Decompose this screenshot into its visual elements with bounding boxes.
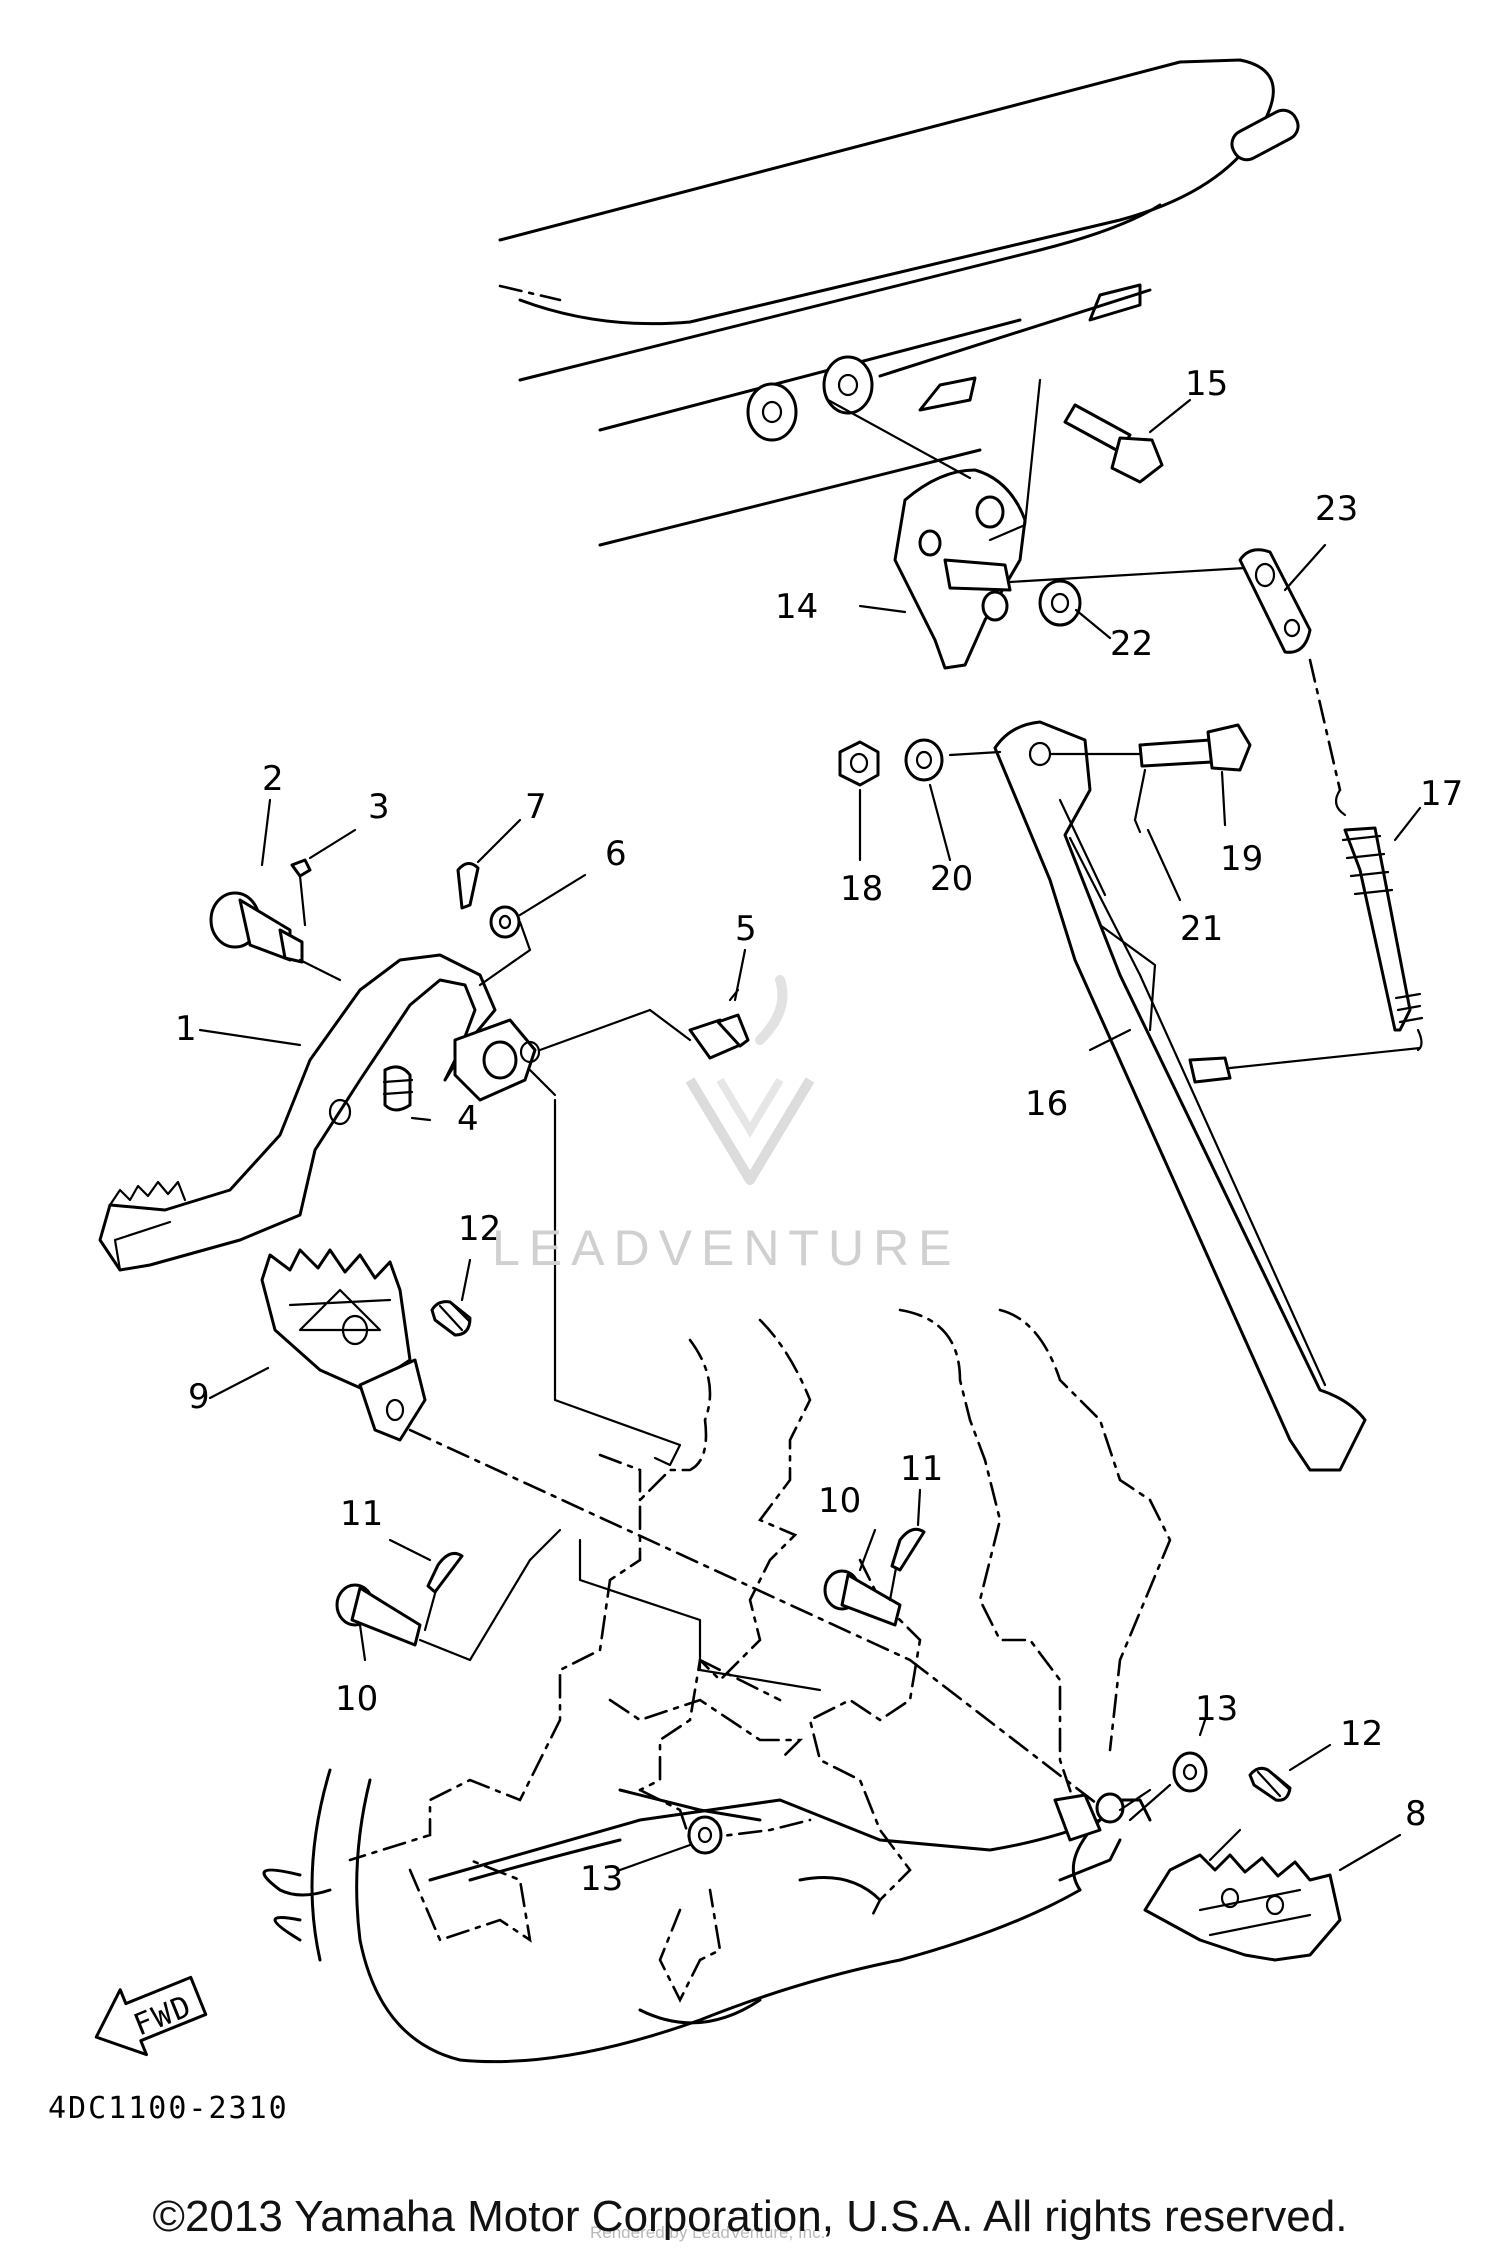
- frame-rail: [498, 58, 1300, 547]
- callout-20: 20: [930, 859, 973, 899]
- stand-stud: [1188, 1056, 1232, 1084]
- callout-13b: 13: [580, 1859, 623, 1899]
- spring-12-left: [430, 1300, 472, 1337]
- cotter-21: [1133, 768, 1147, 834]
- callout-16: 16: [1025, 1084, 1068, 1124]
- washer-20: [904, 738, 944, 782]
- watermark-rendered-by: Rendered by LeadVenture, Inc.: [590, 2223, 825, 2242]
- copyright-text: ©2013 Yamaha Motor Corporation, U.S.A. A…: [152, 2192, 1348, 2241]
- footrest-bracket-right: [1053, 1788, 1152, 1842]
- callout-23: 23: [1315, 489, 1358, 529]
- callout-21: 21: [1180, 909, 1223, 949]
- callout-9: 9: [188, 1377, 210, 1417]
- callout-2: 2: [262, 759, 284, 799]
- cotter-3: [290, 858, 312, 927]
- callout-7: 7: [525, 787, 547, 827]
- spring-12-right: [1248, 1766, 1292, 1802]
- callout-1: 1: [175, 1009, 197, 1049]
- callout-labels: 1 2 3 4 5 6 7 8 9 10 10 11 11 12 12 13 1…: [175, 364, 1463, 1899]
- callout-12b: 12: [1340, 1714, 1383, 1754]
- callout-18: 18: [840, 869, 883, 909]
- pedal-boss: [453, 1018, 541, 1102]
- callout-15: 15: [1185, 364, 1228, 404]
- cotter-7: [456, 862, 480, 910]
- part-code: 4DC1100-2310: [48, 2091, 289, 2126]
- callout-11a: 11: [340, 1494, 383, 1534]
- washer-13-lower: [687, 1815, 723, 1855]
- callout-10b: 10: [818, 1481, 861, 1521]
- callout-14: 14: [775, 587, 818, 627]
- pin-5: [688, 1013, 750, 1060]
- watermark: LEADVENTURE Rendered by LeadVenture, Inc…: [492, 975, 961, 2242]
- cotter-11-left: [426, 1552, 464, 1594]
- axis-line-left: [408, 1428, 912, 1662]
- washer-6: [489, 905, 521, 939]
- callout-17: 17: [1420, 774, 1463, 814]
- frame-bosses: [746, 355, 874, 442]
- footrest-8: [1143, 1828, 1342, 1962]
- leader-14: [858, 604, 907, 614]
- plate-23: [1238, 548, 1312, 654]
- callout-12a: 12: [458, 1209, 501, 1249]
- nut-18: [838, 740, 880, 787]
- pin-10-left: [335, 1583, 422, 1647]
- footrest-9: [260, 1248, 427, 1442]
- callout-11b: 11: [900, 1449, 943, 1489]
- callout-13a: 13: [1195, 1689, 1238, 1729]
- spring-4: [382, 1065, 414, 1112]
- collar-22: [1038, 579, 1082, 627]
- callout-5: 5: [735, 909, 757, 949]
- frame-lower: [262, 1308, 1172, 2064]
- shaft-2: [209, 891, 304, 964]
- watermark-brand: LEADVENTURE: [492, 1220, 961, 1276]
- brake-pedal-1: [98, 953, 497, 1272]
- callout-10a: 10: [335, 1679, 378, 1719]
- washer-13-right: [1172, 1751, 1208, 1793]
- sidestand-16: [993, 720, 1367, 1472]
- callout-8: 8: [1405, 1794, 1427, 1834]
- fwd-arrow-icon: [94, 1975, 208, 2057]
- bolt-15: [1063, 403, 1164, 484]
- callout-6: 6: [605, 834, 627, 874]
- bolt-19: [1138, 723, 1252, 772]
- spring-17: [1334, 788, 1424, 1052]
- callout-4: 4: [457, 1099, 479, 1139]
- cotter-11-right: [890, 1527, 926, 1572]
- callout-3: 3: [368, 787, 390, 827]
- pin-10-right: [823, 1569, 902, 1627]
- callout-19: 19: [1220, 839, 1263, 879]
- brake-rod: [553, 1098, 682, 1467]
- sidestand-bracket: [893, 468, 1027, 670]
- callout-22: 22: [1110, 624, 1153, 664]
